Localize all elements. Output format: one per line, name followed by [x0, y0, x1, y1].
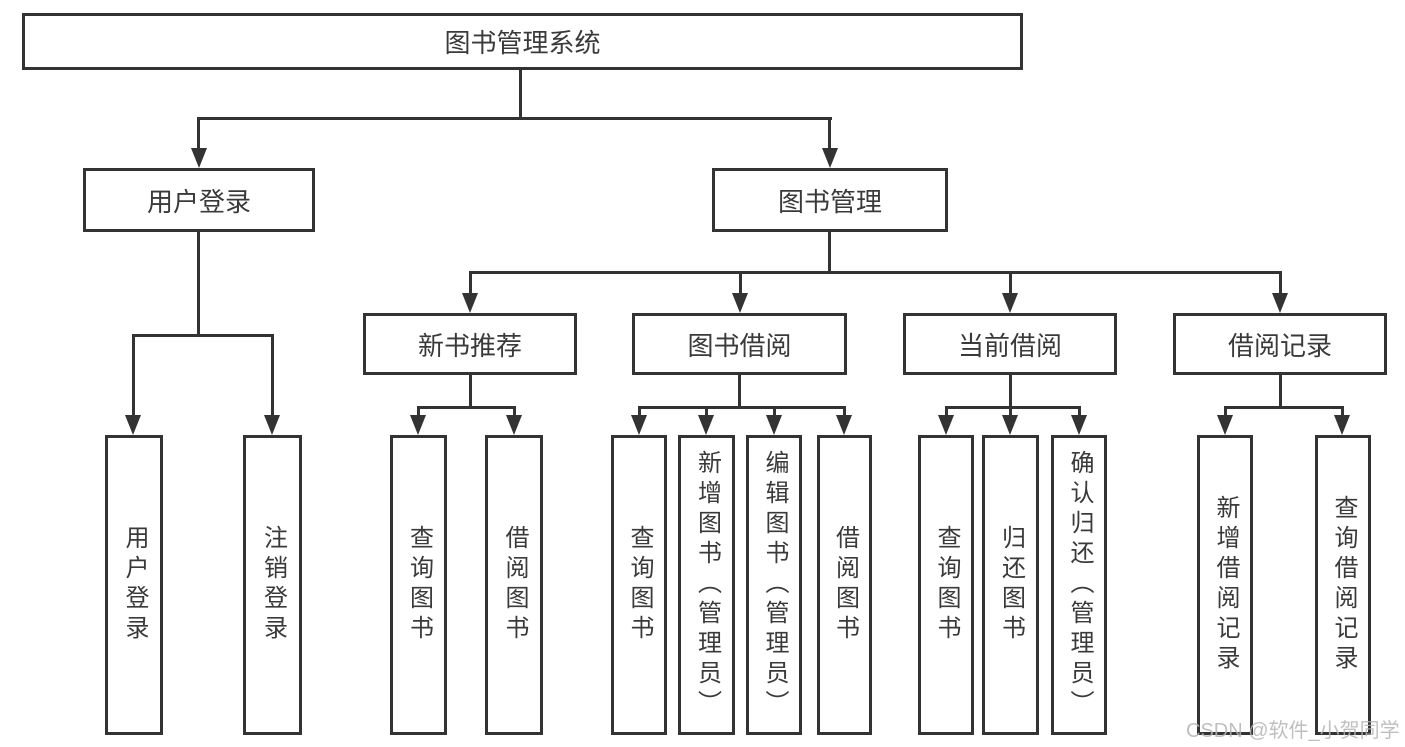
node-current-borrowing: 当前借阅	[903, 313, 1117, 375]
node-library-system: 图书管理系统	[22, 13, 1023, 70]
connector-line	[1341, 406, 1344, 417]
node-book-borrowing: 图书借阅	[632, 313, 847, 375]
leaf-query-book-newbook: 查询图书	[390, 435, 447, 735]
arrow-down-icon	[264, 415, 280, 435]
connector-line	[1224, 406, 1227, 417]
connector-line	[132, 334, 135, 417]
arrow-down-icon	[766, 415, 782, 435]
connector-line	[197, 117, 200, 150]
leaf-logout-login-label: 注销登录	[259, 525, 287, 645]
leaf-query-book-borrowing: 查询图书	[611, 435, 667, 735]
leaf-return-book: 归还图书	[982, 435, 1039, 735]
connector-line	[738, 375, 741, 408]
arrow-down-icon	[1217, 415, 1233, 435]
connector-line	[469, 271, 1281, 274]
leaf-query-borrow-record-label: 查询借阅记录	[1330, 495, 1357, 675]
leaf-borrow-book-label: 借阅图书	[831, 525, 859, 645]
arrow-down-icon	[191, 148, 207, 168]
leaf-borrow-book-newbook: 借阅图书	[485, 435, 543, 735]
leaf-query-book-current: 查询图书	[918, 435, 974, 735]
leaf-borrow-book-newbook-label: 借阅图书	[501, 525, 528, 645]
arrow-down-icon	[462, 293, 478, 313]
leaf-query-book-current-label: 查询图书	[933, 525, 960, 645]
node-user-login: 用户登录	[83, 168, 315, 232]
leaf-borrow-book: 借阅图书	[817, 435, 872, 735]
node-book-management: 图书管理	[712, 168, 948, 232]
arrow-down-icon	[1002, 415, 1018, 435]
connector-line	[705, 406, 708, 417]
connector-line	[519, 70, 522, 118]
leaf-add-book-admin-label: 新增图书（管理员）	[693, 450, 721, 720]
leaf-add-borrow-record: 新增借阅记录	[1197, 435, 1253, 735]
leaf-add-book-admin: 新增图书（管理员）	[678, 435, 735, 735]
arrow-down-icon	[836, 415, 852, 435]
node-borrowing-records: 借阅记录	[1173, 313, 1387, 375]
connector-line	[271, 334, 274, 417]
node-library-system-label: 图书管理系统	[444, 28, 601, 58]
leaf-user-login-label: 用户登录	[121, 525, 148, 645]
connector-line	[198, 117, 832, 120]
connector-line	[739, 271, 742, 295]
node-borrowing-records-label: 借阅记录	[1227, 330, 1332, 361]
leaf-confirm-return-admin-label: 确认归还（管理员）	[1066, 450, 1093, 720]
leaf-edit-book-admin: 编辑图书（管理员）	[746, 435, 802, 735]
connector-line	[132, 334, 274, 337]
connector-line	[828, 232, 831, 273]
connector-line	[1009, 375, 1012, 408]
node-new-book-recommend: 新书推荐	[363, 313, 577, 375]
connector-line	[1279, 375, 1282, 408]
node-user-login-label: 用户登录	[146, 186, 251, 217]
arrow-down-icon	[938, 415, 954, 435]
connector-line	[638, 406, 641, 417]
arrow-down-icon	[698, 415, 714, 435]
connector-line	[1224, 406, 1344, 409]
leaf-user-login: 用户登录	[105, 435, 163, 735]
connector-line	[417, 406, 516, 409]
connector-line	[945, 406, 1081, 409]
connector-line	[513, 406, 516, 417]
leaf-confirm-return-admin: 确认归还（管理员）	[1051, 435, 1107, 735]
arrow-down-icon	[822, 148, 838, 168]
leaf-query-borrow-record: 查询借阅记录	[1315, 435, 1371, 735]
arrow-down-icon	[732, 293, 748, 313]
leaf-query-book-borrowing-label: 查询图书	[626, 525, 653, 645]
connector-line	[1078, 406, 1081, 417]
arrow-down-icon	[125, 415, 141, 435]
node-current-borrowing-label: 当前借阅	[957, 330, 1062, 361]
connector-line	[469, 271, 472, 295]
arrow-down-icon	[506, 415, 522, 435]
node-new-book-recommend-label: 新书推荐	[417, 330, 522, 361]
leaf-edit-book-admin-label: 编辑图书（管理员）	[761, 450, 788, 720]
connector-line	[197, 232, 200, 336]
leaf-add-borrow-record-label: 新增借阅记录	[1212, 495, 1239, 675]
leaf-logout-login: 注销登录	[243, 435, 302, 735]
leaf-query-book-newbook-label: 查询图书	[405, 525, 433, 645]
arrow-down-icon	[631, 415, 647, 435]
connector-line	[773, 406, 776, 417]
connector-line	[1279, 271, 1282, 295]
connector-line	[469, 375, 472, 408]
csdn-watermark: CSDN @软件_小贺同学	[1186, 720, 1400, 742]
node-book-borrowing-label: 图书借阅	[687, 330, 792, 361]
connector-line	[945, 406, 948, 417]
arrow-down-icon	[1334, 415, 1350, 435]
connector-line	[1009, 406, 1012, 417]
arrow-down-icon	[1002, 293, 1018, 313]
leaf-return-book-label: 归还图书	[997, 525, 1025, 645]
arrow-down-icon	[410, 415, 426, 435]
connector-line	[1009, 271, 1012, 295]
node-book-management-label: 图书管理	[777, 186, 882, 217]
connector-line	[638, 406, 846, 409]
connector-line	[417, 406, 420, 417]
connector-line	[843, 406, 846, 417]
arrow-down-icon	[1272, 293, 1288, 313]
connector-line	[828, 117, 831, 150]
arrow-down-icon	[1071, 415, 1087, 435]
